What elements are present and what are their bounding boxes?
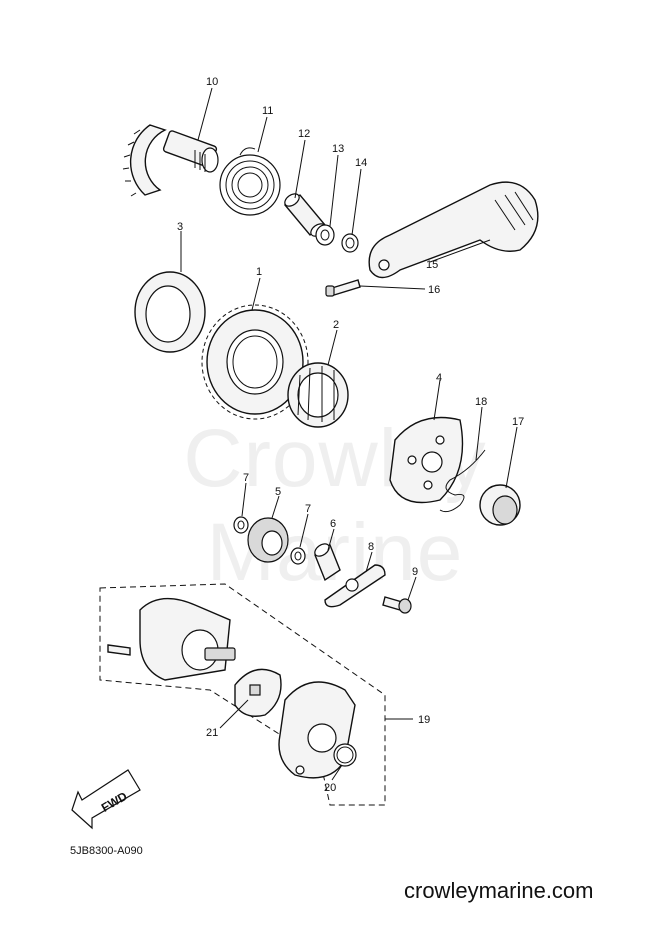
part-18-spring-clip [439, 449, 486, 513]
callout-6: 6 [330, 518, 336, 530]
part-8-plate [324, 564, 386, 608]
part-9-bolt [382, 596, 412, 614]
leader-lines [180, 87, 518, 781]
callout-15: 15 [426, 259, 438, 271]
part-15-kick-crank [368, 181, 539, 279]
callout-9: 9 [412, 566, 418, 578]
callout-16: 16 [428, 284, 440, 296]
part-3-seal [134, 271, 206, 353]
callout-3: 3 [177, 221, 183, 233]
callout-21: 21 [206, 727, 218, 739]
callout-13: 13 [332, 143, 344, 155]
part-20-o-ring [333, 743, 357, 767]
callouts: 10 11 12 13 14 15 16 3 1 2 4 18 17 7 5 7… [177, 76, 524, 794]
part-11-spring [219, 147, 281, 216]
diagram-code: 5JB8300-A090 [70, 845, 143, 857]
part-7-washer-a [233, 516, 249, 534]
fwd-arrow-icon [71, 769, 141, 830]
callout-1: 1 [256, 266, 262, 278]
callout-4: 4 [436, 372, 442, 384]
part-13-washer [315, 224, 335, 246]
callout-11: 11 [262, 105, 273, 117]
part-5-idle-gear [247, 517, 289, 563]
callout-17: 17 [512, 416, 524, 428]
callout-10: 10 [206, 76, 218, 88]
callout-18: 18 [475, 396, 487, 408]
part-21-brush-holder [234, 668, 282, 717]
callout-12: 12 [298, 128, 310, 140]
callout-8: 8 [368, 541, 374, 553]
callout-7-a: 7 [243, 472, 249, 484]
part-2-clutch [287, 362, 349, 428]
part-19-starter-motor [107, 597, 236, 681]
part-10-kick-shaft [122, 124, 219, 197]
part-14-circlip [341, 233, 359, 253]
website-text: crowleymarine.com [404, 878, 594, 903]
callout-20: 20 [324, 782, 336, 794]
callout-2: 2 [333, 319, 339, 331]
callout-5: 5 [275, 486, 281, 498]
callout-7-b: 7 [305, 503, 311, 515]
part-17-pinion [479, 484, 521, 526]
callout-19: 19 [418, 714, 430, 726]
part-1-starter-gear [201, 304, 309, 420]
part-4-plate [389, 416, 464, 504]
part-16-bolt [325, 279, 361, 297]
part-7-washer-b [290, 547, 306, 565]
callout-14: 14 [355, 157, 367, 169]
part-6-shaft [314, 543, 341, 582]
assembly-19-box [99, 583, 386, 806]
